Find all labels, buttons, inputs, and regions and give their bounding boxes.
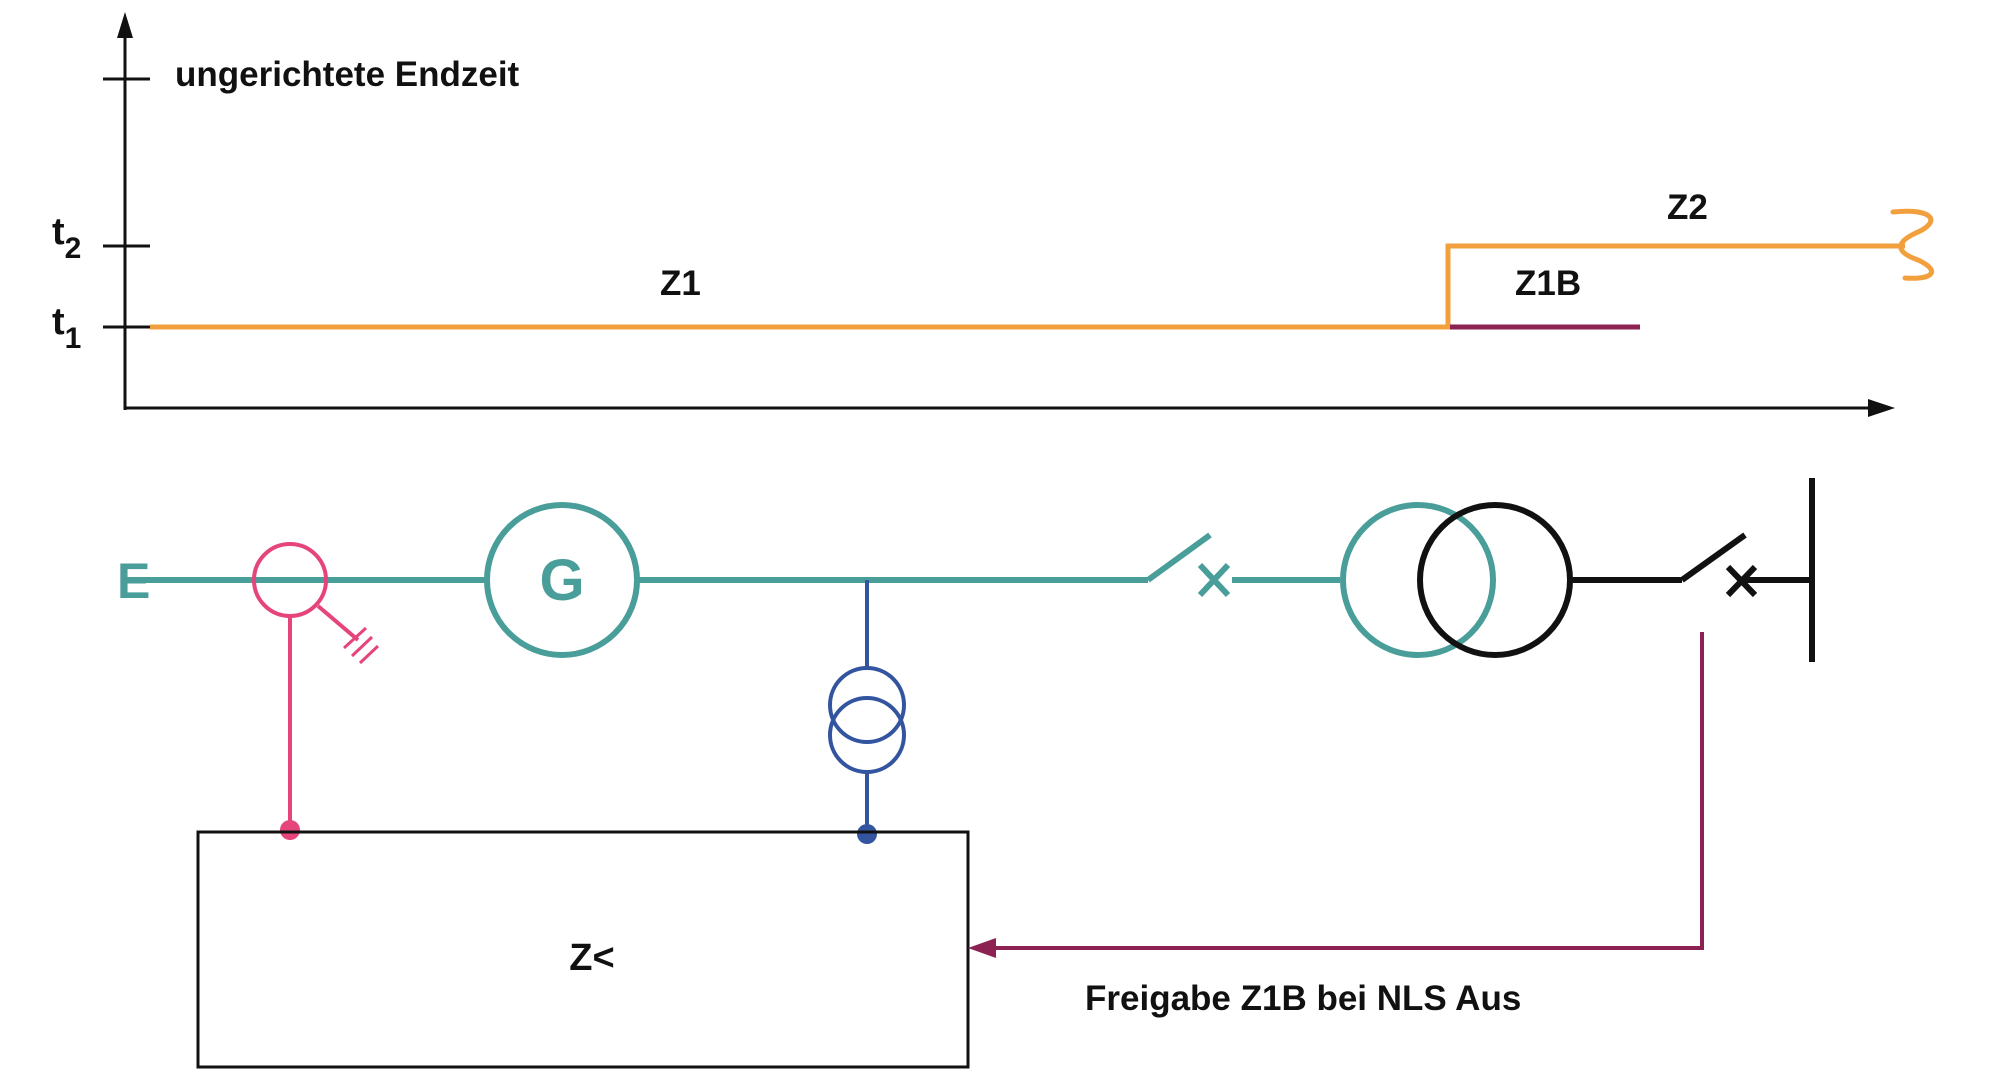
ct-terminal xyxy=(280,820,300,840)
label-t2-base: t xyxy=(52,211,65,253)
vt-coil-upper xyxy=(828,666,906,744)
generator-circle xyxy=(484,502,640,658)
vt-coil-lower xyxy=(828,696,906,774)
break-symbol xyxy=(1890,208,1935,281)
relay-label: Z< xyxy=(569,937,614,979)
nls-blade xyxy=(1680,532,1747,583)
generator-breaker xyxy=(1146,532,1231,598)
timing-chart: ungerichtete Endzeit t2 t1 Z1 Z2 Z1B xyxy=(52,12,1935,417)
transformer-primary xyxy=(1340,502,1496,658)
vt-terminal xyxy=(857,824,877,844)
release-signal-line xyxy=(990,632,1704,950)
nls-x-2 xyxy=(1725,564,1758,598)
ground-symbol-icon xyxy=(342,626,380,665)
generator: G xyxy=(484,502,640,658)
ct-ground-lead xyxy=(316,604,360,642)
label-t1: t1 xyxy=(52,301,81,355)
x-axis-arrowhead xyxy=(1868,399,1895,417)
breaker-x-2 xyxy=(1197,562,1231,598)
breaker-blade xyxy=(1146,532,1212,583)
label-z1: Z1 xyxy=(660,264,701,303)
zone-z1-z2-line xyxy=(150,243,1905,330)
generator-label: G xyxy=(539,548,584,613)
label-t1-base: t xyxy=(52,301,65,343)
voltage-transformer xyxy=(828,580,906,844)
earth-label: E xyxy=(117,553,150,609)
label-t2: t2 xyxy=(52,211,81,265)
label-z1b: Z1B xyxy=(1515,264,1581,303)
release-text: Freigabe Z1B bei NLS Aus xyxy=(1085,979,1521,1018)
label-t1-sub: 1 xyxy=(65,322,82,355)
single-line-diagram: E G xyxy=(117,478,1815,1069)
label-t2-sub: 2 xyxy=(65,232,82,265)
y-axis-arrowhead xyxy=(117,12,133,38)
release-signal xyxy=(968,632,1704,958)
release-signal-arrowhead xyxy=(968,938,996,958)
ground-fault-ct xyxy=(252,542,380,840)
label-z2: Z2 xyxy=(1667,188,1708,227)
power-transformer xyxy=(1340,502,1573,658)
grid-breaker-nls xyxy=(1680,532,1758,598)
relay-box xyxy=(196,830,970,1069)
label-endzeit: ungerichtete Endzeit xyxy=(175,55,520,94)
